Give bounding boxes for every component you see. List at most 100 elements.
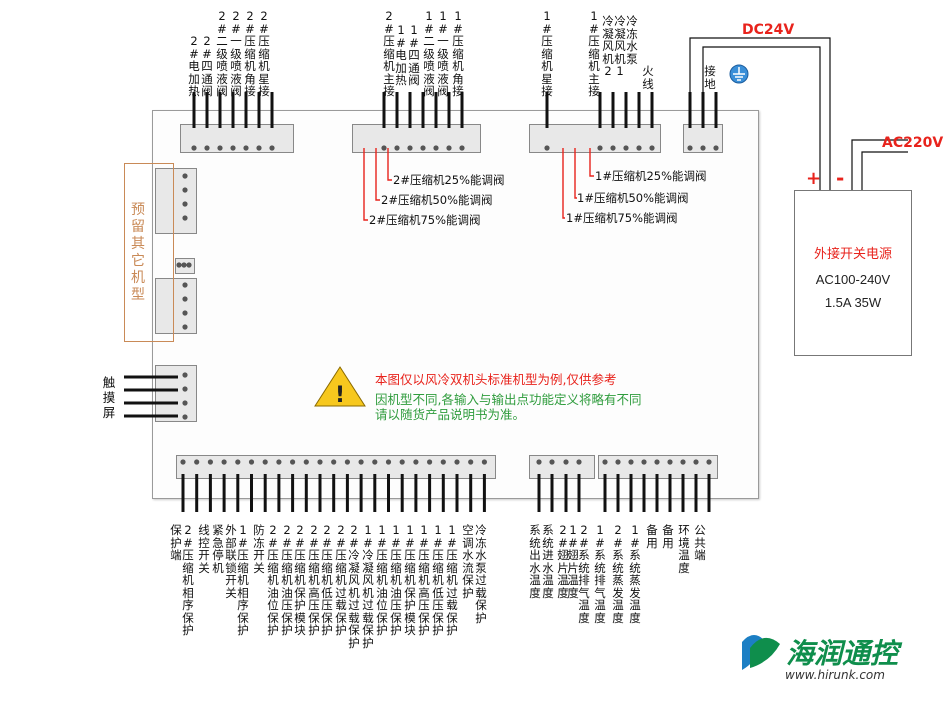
bottom-right-terminal-screw-8 <box>641 459 647 465</box>
bottom-terminal-screw-1 <box>180 459 186 465</box>
top-label-t10: 1#二级喷液阀 <box>423 9 435 98</box>
bottom-terminal-screw-16 <box>385 459 392 465</box>
controller-board <box>152 110 759 499</box>
bottom-label-b1: 保护端 <box>170 523 182 562</box>
valve-leader-1-75 <box>562 148 565 219</box>
bottom-label-b3: 线控开关 <box>198 523 210 575</box>
top-terminal-screw-12 <box>433 145 439 151</box>
notice-line-3: 请以随货产品说明书为准。 <box>375 407 526 422</box>
bottom-label-b8: 2#压缩机油位保护 <box>267 523 279 637</box>
ac220v-wire-2 <box>861 151 908 190</box>
bottom-label-b14: 2#冷凝风机过载保护 <box>348 523 360 650</box>
terminal-block-reserved-3 <box>155 278 197 334</box>
bottom-terminal-screw-11 <box>317 459 323 465</box>
reserved-models-box <box>124 163 174 342</box>
touch-screen-label: 触摸屏 <box>102 375 116 420</box>
valve-label-v2: 2#压缩机50%能调阀 <box>381 193 493 207</box>
top-terminal-screw-17 <box>610 145 616 151</box>
top-terminal-screw-23 <box>713 145 719 151</box>
bottom-right-terminal-screw-5 <box>602 459 608 465</box>
top-terminal-screw-21 <box>687 145 693 151</box>
left-terminal-screw-2 <box>182 187 188 193</box>
top-terminal-screw-9 <box>394 145 400 151</box>
reserved-models-label: 预留其它机型 <box>131 202 145 303</box>
left-terminal-screw-8 <box>182 324 188 330</box>
valve-leader-2-50 <box>375 148 380 201</box>
top-label-t6: 2#压缩机星接 <box>258 9 270 98</box>
minus-label: - <box>836 166 845 190</box>
top-label-t15: 冷凝风机2 <box>602 14 614 78</box>
top-terminal-screw-19 <box>636 145 642 151</box>
top-terminal-screw-2 <box>204 145 210 151</box>
bottom-right-terminal-screw-1 <box>536 459 542 465</box>
psu-title: 外接开关电源 <box>813 247 892 262</box>
ac220v-wire-1 <box>851 139 908 190</box>
top-terminal-screw-7 <box>269 145 275 151</box>
valve-label-v4: 1#压缩机25%能调阀 <box>595 169 707 183</box>
bottom-right-terminal-screw-2 <box>549 459 555 465</box>
left-terminal-screw-1 <box>182 173 188 179</box>
psu-rating: 1.5A 35W <box>824 295 882 310</box>
left-terminal-screw-6 <box>182 296 188 302</box>
top-label-t19: 接地 <box>704 64 716 91</box>
bottom-right-terminal-screw-6 <box>615 459 621 465</box>
terminal-block-reserved-1 <box>155 168 197 234</box>
bottom-label-b35: 公共端 <box>694 523 706 562</box>
bottom-label-b9: 2#压缩机油压保护 <box>281 523 293 637</box>
top-terminal-screw-13 <box>446 145 452 151</box>
left-terminal-screw-10 <box>182 386 188 392</box>
bottom-label-b15: 1#冷凝风机过载保护 <box>362 523 374 650</box>
bottom-terminal-screw-23 <box>481 459 487 465</box>
valve-leader-1-25 <box>589 148 594 177</box>
bottom-label-b21: 1#压缩机过载保护 <box>446 523 458 637</box>
bottom-terminal-screw-8 <box>276 459 282 465</box>
plus-label: + <box>806 168 822 189</box>
bottom-label-b24: 系统出水温度 <box>529 523 541 600</box>
top-label-t1: 2#电加热 <box>188 34 200 98</box>
bottom-label-b20: 1#压缩机低压保护 <box>432 523 444 637</box>
bottom-right-terminal-screw-3 <box>563 459 569 465</box>
psu-input: AC100-240V <box>815 272 891 287</box>
top-terminal-screw-10 <box>407 145 413 151</box>
bottom-label-b30: 2#系统蒸发温度 <box>612 523 624 625</box>
bottom-label-b22: 空调水流保护 <box>462 523 474 600</box>
top-terminal-screw-5 <box>243 145 249 151</box>
bottom-right-terminal-screw-10 <box>667 459 673 465</box>
reserved-pin-3 <box>186 262 192 268</box>
bottom-label-b29: 1#系统排气温度 <box>594 523 606 625</box>
bottom-terminal-screw-22 <box>468 459 474 465</box>
terminal-block-bottom-left <box>176 455 496 479</box>
bottom-right-terminal-screw-13 <box>706 459 712 465</box>
svg-text:!: ! <box>335 383 345 408</box>
bottom-label-b33: 备用 <box>662 523 674 550</box>
top-terminal-screw-1 <box>191 145 197 151</box>
bottom-right-terminal-screw-12 <box>693 459 699 465</box>
left-terminal-screw-3 <box>182 201 188 207</box>
bottom-terminal-screw-9 <box>290 459 296 465</box>
bottom-terminal-screw-2 <box>194 459 200 465</box>
bottom-label-b16: 1#压缩机油位保护 <box>376 523 388 637</box>
ground-icon <box>729 64 749 84</box>
bottom-label-b18: 1#压缩机保护模块 <box>404 523 416 637</box>
bottom-label-b27: 1#翅片温度 <box>567 523 579 600</box>
bottom-label-b28: 2#系统排气温度 <box>578 523 590 625</box>
top-label-t4: 2#一级喷液阀 <box>230 9 242 98</box>
left-terminal-screw-5 <box>182 282 188 288</box>
reserved-pin-2 <box>181 262 187 268</box>
bottom-label-b7: 防冻开关 <box>253 523 265 575</box>
valve-leader-2-25 <box>387 148 392 181</box>
bottom-terminal-screw-21 <box>454 459 460 465</box>
bottom-label-b19: 1#压缩机高压保护 <box>418 523 430 637</box>
bottom-terminal-screw-14 <box>358 459 364 465</box>
bottom-terminal-screw-3 <box>207 459 213 465</box>
bottom-label-b31: 1#系统蒸发温度 <box>629 523 641 625</box>
dc24v-wire-1 <box>689 37 831 190</box>
top-terminal-screw-20 <box>649 145 655 151</box>
top-label-t17: 冷冻水泵 <box>626 14 638 66</box>
top-terminal-screw-8 <box>381 145 387 151</box>
bottom-label-b11: 2#压缩机高压保护 <box>308 523 320 637</box>
valve-label-v5: 1#压缩机50%能调阀 <box>577 191 689 205</box>
top-label-t7: 2#压缩机主接 <box>383 9 395 98</box>
bottom-label-b26: 2#翅片温度 <box>557 523 569 600</box>
bottom-terminal-screw-7 <box>262 459 268 465</box>
